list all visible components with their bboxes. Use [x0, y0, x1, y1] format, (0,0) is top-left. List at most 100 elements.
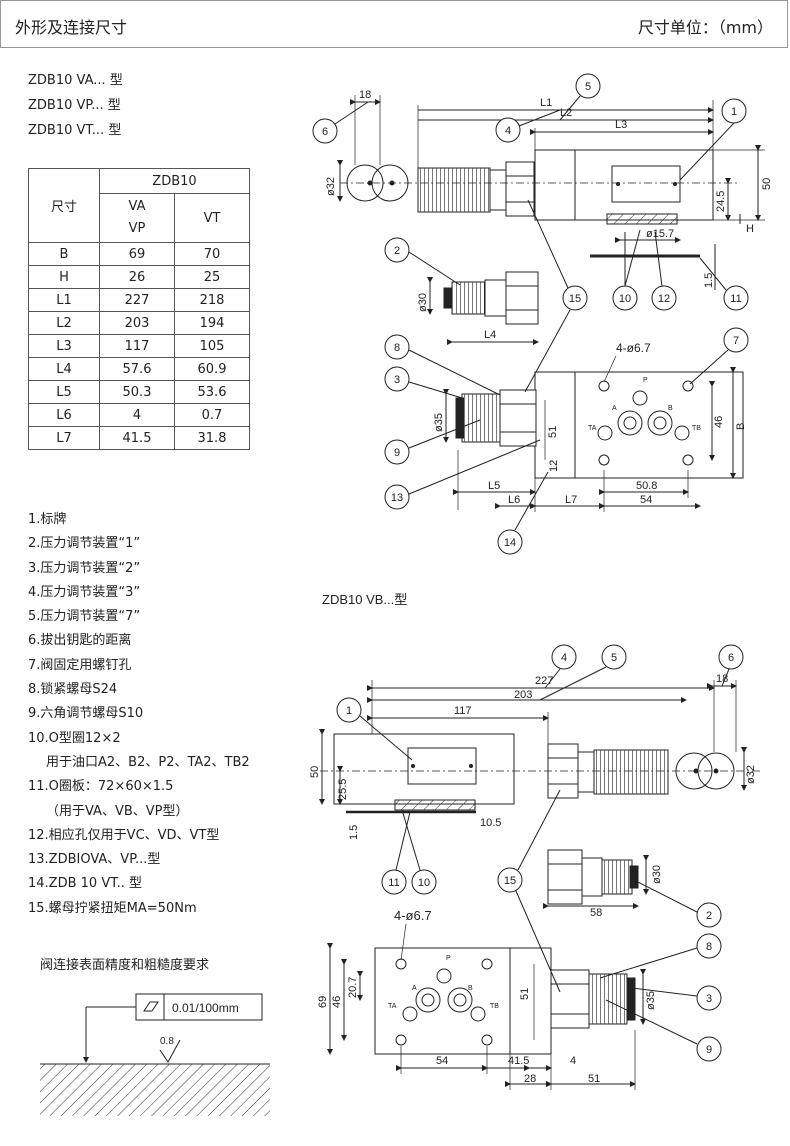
svg-text:51: 51	[547, 426, 559, 438]
name-plate	[407, 747, 477, 785]
row-name: H	[28, 265, 100, 289]
svg-text:50.8: 50.8	[636, 480, 657, 492]
balloon-2: 2	[384, 237, 461, 286]
svg-text:ø35: ø35	[433, 413, 445, 432]
row-a: 203	[99, 311, 175, 335]
svg-text:12: 12	[548, 460, 560, 472]
svg-text:TA: TA	[588, 425, 597, 432]
svg-text:50: 50	[761, 178, 773, 190]
legend-item: 11.O圈板：72×60×1.5	[28, 779, 174, 795]
svg-text:54: 54	[640, 494, 652, 506]
hex-nut	[505, 161, 535, 217]
balloon-8: 8	[599, 933, 722, 979]
balloon-4: 4	[544, 644, 577, 689]
svg-text:1: 1	[731, 106, 737, 118]
svg-text:18: 18	[716, 673, 728, 685]
svg-text:4: 4	[561, 652, 567, 664]
balloon-3: 3	[631, 985, 722, 1011]
svg-text:51: 51	[588, 1073, 600, 1085]
model-item: ZDB10 VT... 型	[28, 123, 122, 138]
svg-text:46: 46	[331, 996, 343, 1008]
svg-text:6: 6	[322, 126, 328, 138]
valve-body	[333, 733, 515, 805]
surface-hatch	[40, 1064, 270, 1116]
svg-text:41.5: 41.5	[508, 1055, 529, 1067]
svg-text:TB: TB	[692, 425, 701, 432]
svg-text:2: 2	[706, 910, 712, 922]
svg-text:4-ø6.7: 4-ø6.7	[394, 908, 432, 923]
row-a: 50.3	[99, 380, 175, 404]
svg-text:A: A	[412, 985, 417, 992]
balloon-3: 3	[384, 366, 463, 399]
svg-text:ø30: ø30	[417, 293, 429, 312]
parts-legend: 1.标牌 2.压力调节装置“1” 3.压力调节装置“2” 4.压力调节装置“3”…	[28, 508, 250, 921]
flatness-value: 0.01/100mm	[172, 1001, 239, 1015]
row-a: 41.5	[99, 426, 175, 450]
svg-text:12: 12	[658, 293, 670, 305]
svg-text:10: 10	[619, 293, 631, 305]
unit-label: 尺寸单位：（mm）	[637, 18, 773, 37]
balloon-5: 5	[539, 644, 627, 701]
legend-item: 4.压力调节装置“3”	[28, 584, 141, 600]
svg-text:A: A	[612, 405, 617, 412]
balloon-9: 9	[384, 419, 481, 465]
balloon-6: 6	[718, 644, 744, 687]
svg-text:9: 9	[706, 1044, 712, 1056]
svg-text:51: 51	[519, 988, 531, 1000]
svg-text:46: 46	[713, 416, 725, 428]
svg-text:10: 10	[418, 877, 430, 889]
svg-text:3: 3	[394, 374, 400, 386]
svg-text:TB: TB	[490, 1003, 499, 1010]
legend-item: 1.标牌	[28, 512, 67, 527]
balloon-9: 9	[605, 999, 722, 1062]
legend-item: 8.锁紧螺母S24	[28, 682, 118, 698]
svg-text:L3: L3	[615, 119, 627, 131]
balloon-14: 14	[497, 471, 549, 555]
balloon-11: 11	[699, 257, 749, 311]
svg-text:L7: L7	[565, 494, 577, 506]
legend-item: 15.螺母拧紧扭矩MA=50Nm	[28, 900, 197, 916]
row-name: L5	[28, 380, 100, 404]
legend-item: 2.压力调节装置“1”	[28, 536, 141, 552]
balloon-11: 11	[381, 811, 411, 895]
model-list: ZDB10 VA... 型 ZDB10 VP... 型 ZDB10 VT... …	[28, 68, 123, 143]
svg-text:58: 58	[590, 907, 602, 919]
balloon-15: 15	[524, 199, 588, 393]
balloon-12: 12	[651, 231, 677, 311]
svg-text:8: 8	[394, 342, 400, 354]
legend-item: （用于VA、VB、VP型）	[46, 803, 189, 819]
svg-text:10.5: 10.5	[480, 817, 501, 829]
legend-item: 3.压力调节装置“2”	[28, 560, 141, 576]
svg-text:TA: TA	[388, 1003, 397, 1010]
svg-text:2: 2	[394, 245, 400, 257]
row-b: 70	[174, 242, 250, 266]
svg-text:203: 203	[514, 689, 532, 701]
svg-text:B: B	[468, 985, 473, 992]
table-head-col-a: VA VP	[99, 193, 175, 243]
svg-text:11: 11	[388, 877, 399, 889]
svg-text:B: B	[668, 405, 673, 412]
legend-item: 12.相应孔仅用于VC、VD、VT型	[28, 827, 220, 843]
svg-text:ø35: ø35	[645, 991, 657, 1010]
name-plate	[611, 165, 681, 203]
svg-text:54: 54	[436, 1055, 448, 1067]
svg-text:1: 1	[346, 705, 352, 717]
svg-text:20.7: 20.7	[347, 977, 359, 998]
legend-item: 14.ZDB 10 VT.. 型	[28, 876, 143, 892]
page-title: 外形及连接尺寸	[15, 18, 128, 37]
row-b: 194	[174, 311, 250, 335]
drawing-vb: 227 203 18 117 50 25.5 1.5 10.5 ø32 58 ø…	[309, 644, 760, 1090]
table-head-model: ZDB10	[99, 168, 250, 194]
svg-text:L4: L4	[484, 329, 496, 341]
svg-text:11: 11	[730, 293, 741, 305]
drawing2-title: ZDB10 VB...型	[322, 592, 407, 607]
model-item: ZDB10 VP... 型	[28, 98, 121, 113]
drawing-va-vp-vt: 18 L1 L2 L3 50 24.5 H ø32 ø15.7 1.5 L4 ø…	[312, 73, 773, 555]
svg-text:24.5: 24.5	[715, 191, 727, 212]
svg-text:5: 5	[585, 81, 591, 93]
legend-item: 10.O型圈12×2	[28, 730, 121, 746]
